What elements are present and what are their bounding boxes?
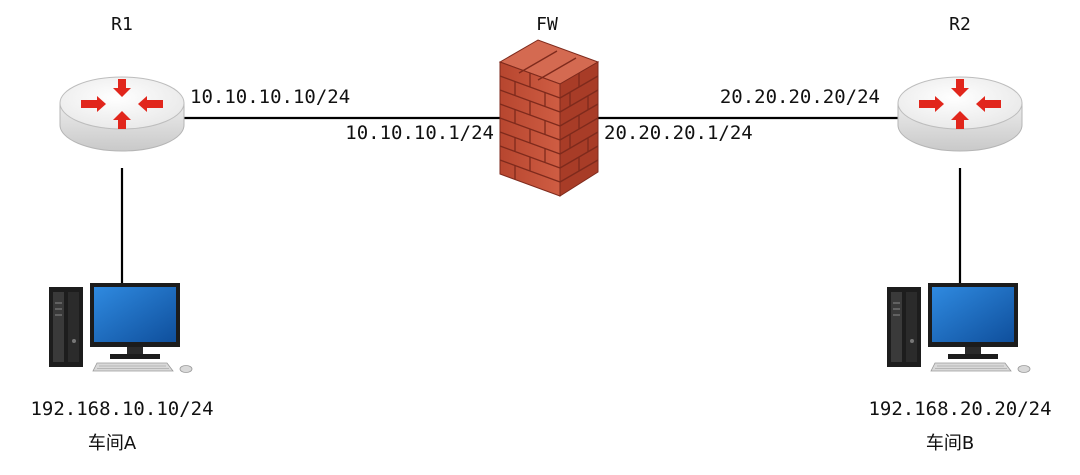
r1-interface-ip: 10.10.10.10/24 [190,86,351,108]
router-icon [59,76,185,152]
firewall-icon [498,39,600,197]
r2-interface-ip: 20.20.20.20/24 [719,86,880,108]
fw-label: FW [536,14,558,35]
fw-right-interface-ip: 20.20.20.1/24 [604,122,753,144]
pc-b-ip: 192.168.20.20/24 [868,398,1052,420]
desktop-computer-icon [48,283,193,373]
fw-left-interface-ip: 10.10.10.1/24 [345,122,494,144]
pc-b-label: 车间B [925,433,975,454]
router-icon [897,76,1023,152]
links [120,116,962,288]
r2-label: R2 [949,14,971,35]
r1-label: R1 [111,14,133,35]
pc-a-label: 车间A [87,433,137,454]
pc-a-ip: 192.168.10.10/24 [30,398,214,420]
desktop-computer-icon [886,283,1031,373]
